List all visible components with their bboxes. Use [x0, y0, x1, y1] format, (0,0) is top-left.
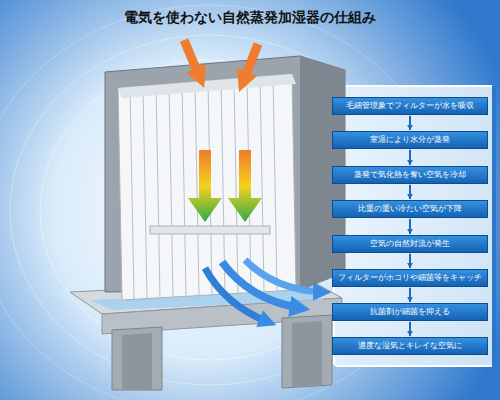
fin — [182, 83, 186, 296]
air-in-arrow — [184, 40, 200, 78]
filter-top — [118, 74, 296, 98]
flow-arrow — [409, 322, 411, 336]
box-text: フィルターがホコリや細菌等をキャッチ — [338, 273, 482, 282]
flow-panel — [334, 86, 494, 366]
flow-arrow — [409, 288, 411, 302]
process-box: 比重の重い冷たい空気が下降 — [332, 200, 488, 218]
leg — [112, 327, 162, 390]
process-box: フィルターがホコリや細菌等をキャッチ — [332, 269, 488, 287]
fin — [273, 76, 277, 291]
process-box: 空気の自然対流が発生 — [332, 235, 488, 253]
fin — [234, 79, 238, 293]
filter-frame — [150, 226, 270, 234]
box-text: 室温により水分が蒸発 — [370, 135, 450, 144]
flow-arrow — [409, 116, 411, 130]
cool-air-arrow — [188, 150, 222, 222]
box-text: 空気の自然対流が発生 — [370, 239, 450, 248]
box-text: 適度な湿気とキレイな空気に — [358, 341, 462, 350]
fin — [260, 77, 264, 292]
fin — [195, 82, 199, 296]
filter — [118, 74, 296, 300]
air-out-arrow — [205, 268, 268, 322]
fin — [169, 84, 173, 297]
flow-arrow — [409, 185, 411, 199]
flow-arrow — [409, 254, 411, 268]
box-text: 抗菌剤が細菌を抑える — [370, 307, 450, 316]
process-box: 抗菌剤が細菌を抑える — [332, 303, 488, 321]
process-box: 蒸発で気化熱を奪い空気を冷却 — [332, 166, 488, 184]
cool-air-arrow — [228, 150, 262, 222]
air-out-arrow — [245, 260, 322, 292]
flow-arrow — [409, 219, 411, 234]
leg-inner — [292, 321, 322, 387]
diagram-title: 電気を使わない自然蒸発加湿器の仕組み — [0, 9, 500, 27]
leg — [282, 315, 332, 388]
box-text: 蒸発で気化熱を奪い空気を冷却 — [354, 170, 466, 179]
process-box: 室温により水分が蒸発 — [332, 131, 488, 149]
box-text: 比重の重い冷たい空気が下降 — [358, 204, 462, 213]
leg-inner — [122, 333, 152, 390]
box-text: 毛細管現象でフィルターが水を吸収 — [346, 101, 474, 110]
fin — [143, 86, 147, 298]
fin — [156, 85, 160, 298]
process-box: 毛細管現象でフィルターが水を吸収 — [332, 97, 488, 115]
flow-arrow — [409, 150, 411, 165]
flow-panel-edge — [492, 86, 496, 366]
air-in-arrow — [243, 44, 258, 82]
process-box: 適度な湿気とキレイな空気に — [332, 337, 488, 355]
fin — [130, 87, 134, 299]
